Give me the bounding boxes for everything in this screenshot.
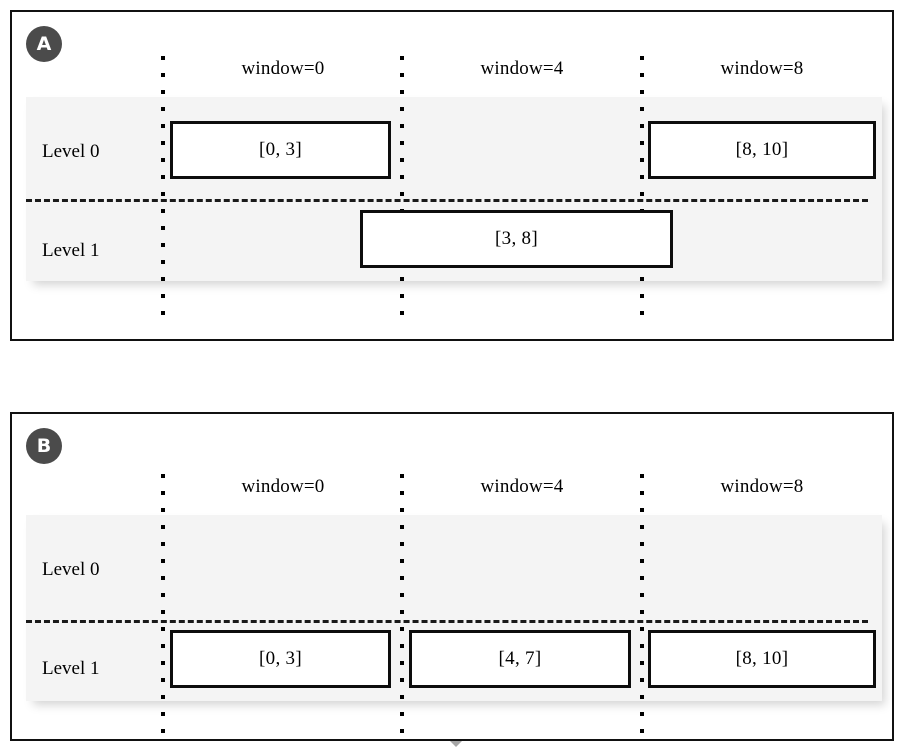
panel-b-row-label-0: Level 0	[42, 559, 100, 580]
panel-b-column-label-0: window=0	[241, 476, 325, 497]
panel-b-window-boundary-2	[640, 474, 644, 742]
interval-box: [3, 8]	[360, 210, 673, 268]
panel-a-column-label-2: window=8	[720, 58, 804, 79]
panel-a-row-label-0: Level 0	[42, 141, 100, 162]
panel-a-window-boundary-1	[400, 56, 404, 322]
panel-a-window-boundary-0	[161, 56, 165, 322]
panel-b-window-boundary-0	[161, 474, 165, 742]
panel-b-column-label-2: window=8	[720, 476, 804, 497]
panel-a-column-label-1: window=4	[480, 58, 564, 79]
panel-a: A window=0 window=4 window=8 Level 0 Lev…	[10, 10, 894, 341]
interval-box: [4, 7]	[409, 630, 631, 688]
interval-box: [0, 3]	[170, 630, 391, 688]
panel-b-column-label-1: window=4	[480, 476, 564, 497]
panel-a-level-divider	[26, 199, 868, 202]
panel-b-window-boundary-1	[400, 474, 404, 742]
panel-a-badge: A	[26, 26, 62, 62]
panel-a-window-boundary-2	[640, 56, 644, 322]
interval-box: [0, 3]	[170, 121, 391, 179]
transition-group: Strict window compaction, window = 4	[0, 341, 906, 747]
panel-b-badge: B	[26, 428, 62, 464]
panel-a-row-label-1: Level 1	[42, 240, 100, 261]
panel-b-level-divider	[26, 620, 868, 623]
panel-a-column-label-0: window=0	[241, 58, 325, 79]
panel-b: B window=0 window=4 window=8 Level 0 Lev…	[10, 412, 894, 742]
panel-b-row-label-1: Level 1	[42, 658, 100, 679]
interval-box: [8, 10]	[648, 121, 876, 179]
interval-box: [8, 10]	[648, 630, 876, 688]
